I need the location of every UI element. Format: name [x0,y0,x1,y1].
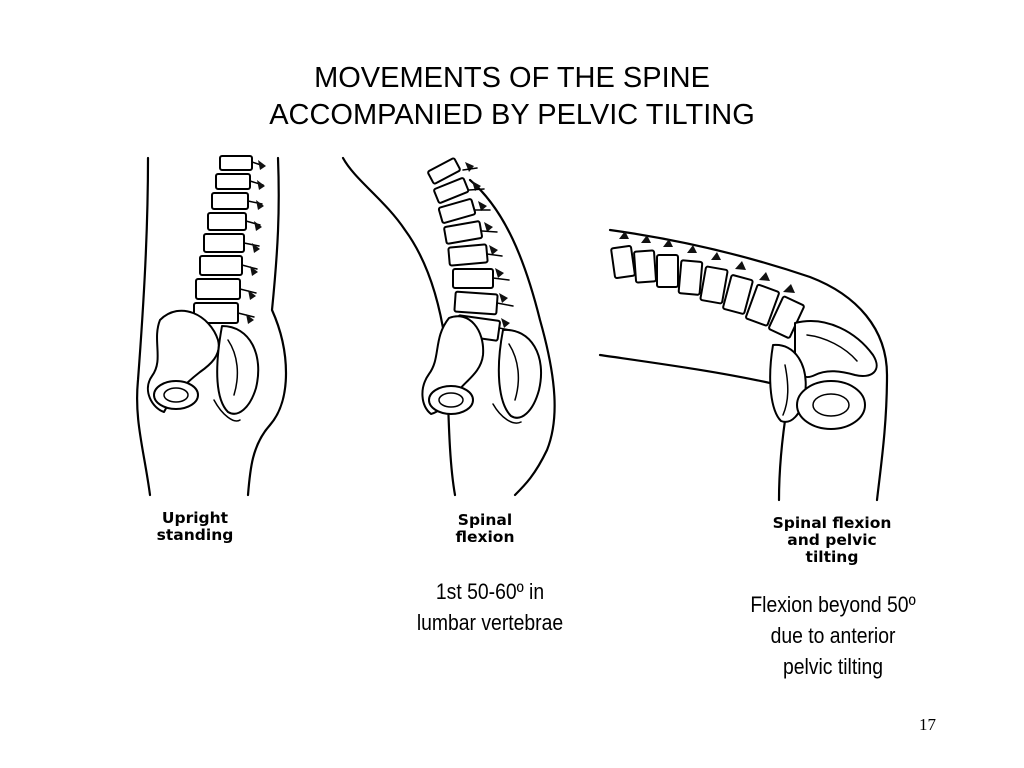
figure-spinal-flexion [335,150,565,500]
note-pelvic-tilting: Flexion beyond 50º due to anterior pelvi… [727,589,938,682]
note-pelvic-line-1: Flexion beyond 50º [750,592,916,617]
pelvis [769,320,878,430]
note-lumbar-flexion: 1st 50-60º in lumbar vertebrae [398,576,583,638]
note-lumbar-line-2: lumbar vertebrae [416,610,564,635]
label-upright-standing: Upright standing [135,510,255,544]
note-pelvic-line-2: due to anterior [770,623,896,648]
title-line-2: ACCOMPANIED BY PELVIC TILTING [269,99,755,131]
label-spinal-flexion-pelvic-tilting: Spinal flexion and pelvic tilting [752,515,912,566]
label-pelvic-tilting-line-1: Spinal flexion [772,514,892,532]
pelvis [146,309,260,422]
label-upright-line-1: Upright [161,509,229,527]
note-lumbar-line-1: 1st 50-60º in [435,579,545,604]
slide-title: MOVEMENTS OF THE SPINE ACCOMPANIED BY PE… [0,60,1024,134]
note-pelvic-line-3: pelvic tilting [782,654,884,679]
figure-spinal-flexion-pelvic-tilting [595,225,895,505]
label-pelvic-tilting-line-3: tilting [805,548,859,566]
vertebral-column [610,231,805,339]
figure-upright-standing [130,150,300,500]
vertebral-column [193,155,266,324]
label-upright-line-2: standing [156,526,234,544]
spinal-flexion-drawing [341,156,556,497]
page-number: 17 [919,715,936,734]
title-line-1: MOVEMENTS OF THE SPINE [314,62,710,94]
label-spinal-flexion-line-2: flexion [455,528,515,546]
label-pelvic-tilting-line-2: and pelvic [787,531,877,549]
pelvic-tilting-drawing [598,228,889,502]
label-spinal-flexion: Spinal flexion [425,512,545,546]
upright-standing-drawing [135,155,288,497]
label-spinal-flexion-line-1: Spinal [457,511,513,529]
pelvis [421,315,543,424]
